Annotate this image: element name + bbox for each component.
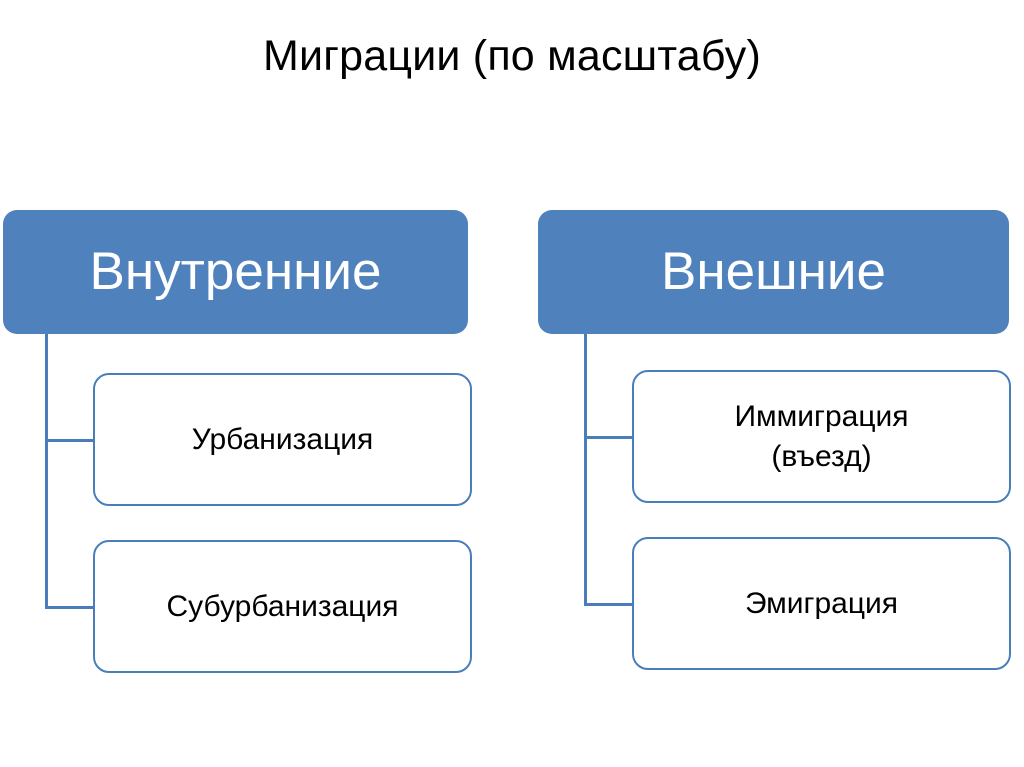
node-child-immigration[interactable]: Иммиграция (въезд)	[632, 370, 1011, 503]
node-child-suburbanization-label: Субурбанизация	[166, 589, 399, 623]
node-child-immigration-line1: Иммиграция	[734, 399, 909, 433]
node-root-internal[interactable]: Внутренние	[3, 210, 468, 334]
connector-branch-left-2	[45, 606, 95, 609]
connector-trunk-left	[45, 334, 48, 609]
node-root-external-label: Внешние	[661, 242, 886, 301]
node-child-emigration[interactable]: Эмиграция	[632, 537, 1011, 670]
node-child-immigration-label: Иммиграция (въезд)	[734, 397, 908, 477]
node-child-urbanization[interactable]: Урбанизация	[93, 373, 472, 506]
node-child-suburbanization[interactable]: Субурбанизация	[93, 540, 472, 673]
node-root-external[interactable]: Внешние	[538, 210, 1009, 334]
node-root-internal-label: Внутренние	[89, 242, 382, 301]
connector-branch-right-2	[584, 603, 634, 606]
page-title: Миграции (по масштабу)	[263, 32, 761, 80]
connector-branch-right-1	[584, 436, 634, 439]
node-child-urbanization-label: Урбанизация	[191, 422, 374, 456]
node-child-immigration-line2: (въезд)	[771, 439, 872, 473]
node-child-emigration-label: Эмиграция	[744, 586, 899, 620]
connector-trunk-right	[584, 334, 587, 606]
connector-branch-left-1	[45, 439, 95, 442]
